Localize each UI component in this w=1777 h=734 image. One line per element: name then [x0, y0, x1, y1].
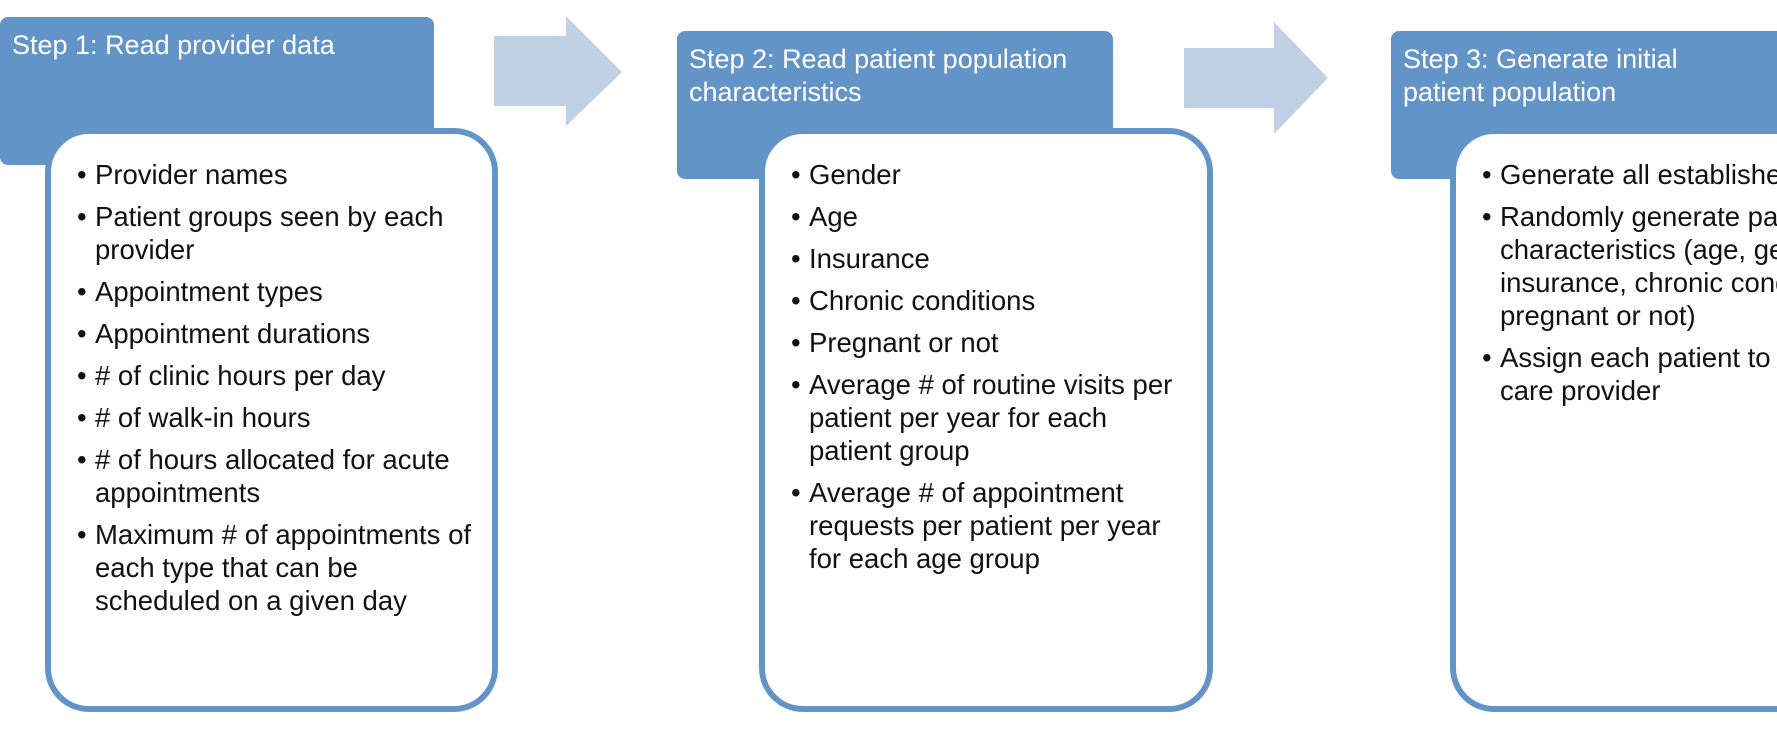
list-item: Insurance [791, 242, 1191, 275]
list-item: Randomly generate patient characteristic… [1482, 200, 1777, 332]
list-item: Pregnant or not [791, 326, 1191, 359]
step-3-list: Generate all established patients Random… [1482, 158, 1777, 416]
step-2-card: Gender Age Insurance Chronic conditions … [759, 128, 1213, 712]
list-item: Patient groups seen by each provider [77, 200, 476, 266]
step-1-title: Step 1: Read provider data [12, 30, 335, 60]
step-3-title: Step 3: Generate initial patient populat… [1403, 44, 1678, 107]
list-item: Provider names [77, 158, 476, 191]
step-2-list: Gender Age Insurance Chronic conditions … [791, 158, 1191, 584]
list-item: Appointment types [77, 275, 476, 308]
list-item: # of walk-in hours [77, 401, 476, 434]
list-item: Average # of routine visits per patient … [791, 368, 1191, 467]
list-item: Average # of appointment requests per pa… [791, 476, 1191, 575]
list-item: Generate all established patients [1482, 158, 1777, 191]
list-item: # of clinic hours per day [77, 359, 476, 392]
list-item: Maximum # of appointments of each type t… [77, 518, 476, 617]
step-1-card: Provider names Patient groups seen by ea… [45, 128, 498, 712]
list-item: Appointment durations [77, 317, 476, 350]
arrow-1-icon [494, 16, 622, 126]
list-item: Chronic conditions [791, 284, 1191, 317]
arrow-2-icon [1184, 22, 1328, 134]
list-item: Gender [791, 158, 1191, 191]
list-item: # of hours allocated for acute appointme… [77, 443, 476, 509]
list-item: Assign each patient to a primary care pr… [1482, 341, 1777, 407]
step-3-card: Generate all established patients Random… [1450, 128, 1777, 712]
step-2-title: Step 2: Read patient population characte… [689, 44, 1068, 107]
step-1-list: Provider names Patient groups seen by ea… [77, 158, 476, 626]
list-item: Age [791, 200, 1191, 233]
